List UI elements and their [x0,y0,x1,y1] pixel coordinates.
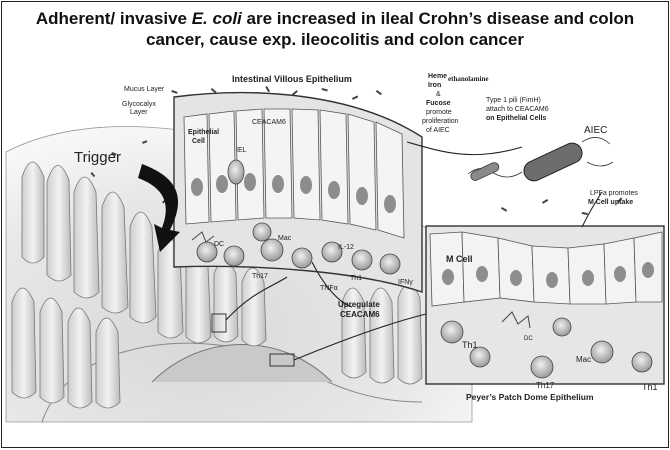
label-type1-pili-1: Type 1 pili (FimH) [486,97,541,104]
label-th1-lower-left: Th1 [462,340,478,350]
label-mucus-layer: Mucus Layer [124,86,165,93]
label-trigger: Trigger [74,149,121,166]
label-heme-5: promote [426,109,452,116]
label-peyers-patch: Peyer’s Patch Dome Epithelium [466,392,594,402]
label-heme-3: & [436,91,441,98]
label-th1-lower-right: Th1 [642,382,658,392]
label-ethanolamine: ethanolamine [448,75,488,83]
label-type1-pili-3: on Epithelial Cells [486,115,546,122]
label-il12: IL-12 [338,244,354,251]
label-lpfa-2: M Cell uptake [588,199,633,206]
label-th1-upper: Th1 [350,275,362,282]
label-epithelial-cell-1: Epithelial [188,129,219,136]
label-th17-upper: Th17 [252,273,268,280]
label-aiec: AIEC [584,125,607,136]
aiec-bacterium [468,137,613,184]
label-intestinal-villous-epithelium: Intestinal Villous Epithelium [232,74,352,84]
label-heme-7: of AIEC [426,127,450,134]
label-upregulate-2: CEACAM6 [340,310,380,319]
label-mac-upper: Mac [278,235,292,242]
label-heme-2: Iron [428,82,441,89]
label-heme-4: Fucose [426,100,451,107]
label-dc-lower: DC [524,336,533,342]
label-ifng: IFNγ [398,279,413,286]
label-heme-6: proliferation [422,118,459,125]
label-m-cell: M Cell [446,254,473,264]
label-th17-lower: Th17 [536,381,555,390]
label-lpfa-1: LPFa promotes [590,190,638,197]
label-epithelial-cell-2: Cell [192,138,205,145]
villous-epithelium-inset [174,93,422,292]
label-heme-1: Heme [428,73,447,80]
label-glycocalyx-2: Layer [130,109,148,116]
label-type1-pili-2: attach to CEACAM6 [486,106,549,113]
label-mac-lower: Mac [576,355,591,364]
label-ceacam6: CEACAM6 [252,119,286,126]
label-iel: IEL [236,147,247,154]
label-tnfa: TNFα [320,285,338,292]
peyers-patch-inset [426,226,664,384]
label-glycocalyx-1: Glycocalyx [122,101,156,108]
label-dc-upper: DC [214,241,224,248]
label-upregulate-1: Upregulate [338,300,380,309]
